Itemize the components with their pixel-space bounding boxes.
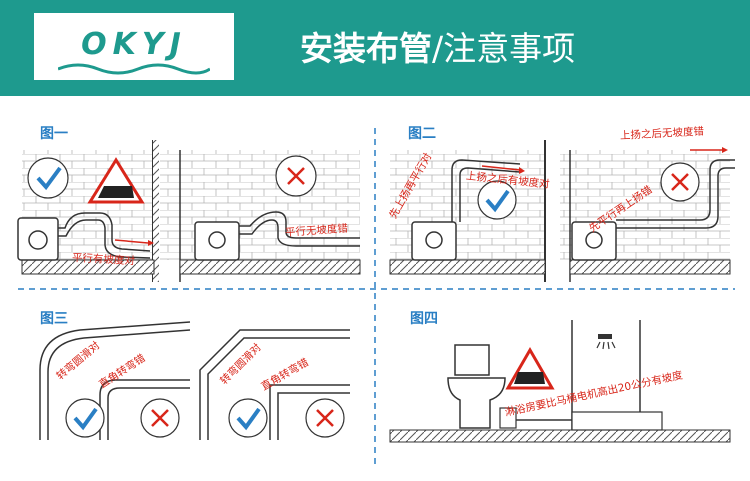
panel-3-drawing — [39, 321, 350, 440]
page-title-sub: /注意事项 — [432, 29, 576, 68]
page-title: 安装布管/注意事项 — [300, 22, 575, 70]
shower-icon — [596, 334, 616, 350]
panel-2-label: 图二 — [408, 126, 436, 142]
check-icon — [65, 398, 105, 438]
header-banner: OKYJ 安装布管/注意事项 — [0, 0, 750, 96]
check-icon — [228, 398, 268, 438]
logo-wave-icon — [58, 63, 210, 75]
panel-2-drawing — [389, 140, 735, 282]
check-icon — [27, 157, 69, 199]
panel-1-drawing — [17, 140, 361, 282]
logo: OKYJ — [34, 13, 234, 80]
page-title-main: 安装布管 — [300, 29, 432, 68]
panel-3-label: 图三 — [40, 311, 68, 327]
logo-text: OKYJ — [81, 27, 187, 62]
note-parallel-slope-correct: 平行有坡度对 — [71, 252, 136, 268]
panel-4-drawing — [389, 320, 731, 443]
panel-4-label: 图四 — [410, 311, 438, 327]
panel-1-label: 图一 — [40, 126, 68, 142]
